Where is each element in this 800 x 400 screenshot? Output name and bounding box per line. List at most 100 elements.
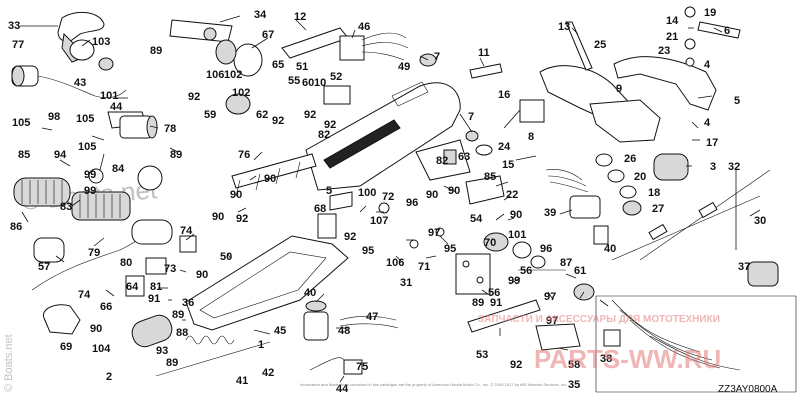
part-9-lower [589, 99, 661, 143]
callout-80: 80 [120, 257, 132, 269]
callout-89: 89 [150, 45, 162, 57]
part-26 [595, 153, 613, 167]
callout-92: 92 [188, 91, 200, 103]
callout-45: 45 [274, 325, 286, 337]
part-87b [131, 219, 173, 245]
callout-63: 63 [458, 151, 470, 163]
part-53 [467, 299, 541, 333]
part-52 [323, 85, 351, 105]
callout-92e: 92 [236, 213, 248, 225]
callout-50: 50 [220, 251, 232, 263]
callout-3: 3 [710, 161, 716, 173]
callout-89c: 89 [472, 297, 484, 309]
callout-53: 53 [476, 349, 488, 361]
callout-104: 104 [92, 343, 111, 355]
part-24 [475, 144, 493, 156]
part-59 [225, 93, 251, 115]
callout-90b: 90 [448, 185, 460, 197]
harness-box [595, 295, 797, 393]
callout-33: 33 [8, 20, 20, 32]
callout-54: 54 [470, 213, 483, 225]
callout-92c: 92 [304, 109, 316, 121]
callout-98: 98 [48, 111, 60, 123]
callout-73: 73 [164, 263, 176, 275]
callout-89d: 89 [172, 309, 184, 321]
callout-105: 105 [12, 117, 30, 129]
callout-64: 64 [126, 281, 139, 293]
part-77-face [11, 65, 25, 87]
callout-51: 51 [296, 61, 308, 73]
callout-92b: 92 [272, 115, 284, 127]
callout-79: 79 [88, 247, 100, 259]
part-73 [145, 257, 167, 275]
callout-39: 39 [544, 207, 556, 219]
callout-31: 31 [400, 277, 412, 289]
callout-34: 34 [254, 9, 267, 21]
callout-12: 12 [294, 11, 306, 23]
callout-97: 97 [428, 227, 440, 239]
callout-48: 48 [338, 325, 350, 337]
callout-68: 68 [314, 203, 326, 215]
callout-90g: 90 [196, 269, 208, 281]
callout-38: 38 [600, 353, 612, 365]
callout-89b: 89 [170, 149, 182, 161]
callout-24: 24 [498, 141, 511, 153]
part-101 [512, 241, 532, 259]
callout-56b: 56 [488, 287, 500, 299]
part-76 [231, 153, 317, 189]
part-49-grip [323, 119, 401, 169]
callout-1: 1 [258, 339, 264, 351]
part-58 [535, 323, 581, 351]
callout-90: 90 [426, 189, 438, 201]
callout-103: 103 [92, 36, 110, 48]
callout-74b: 74 [78, 289, 91, 301]
callout-43: 43 [74, 77, 86, 89]
leader-lines [20, 15, 761, 383]
callout-91: 91 [490, 297, 502, 309]
harness-wires [611, 299, 741, 371]
callout-55: 55 [288, 75, 300, 87]
part-96 [530, 255, 546, 269]
callout-52: 52 [330, 71, 342, 83]
part-19 [684, 6, 696, 18]
part-39 [569, 195, 601, 219]
part-76-teeth [235, 161, 301, 197]
callout-44: 44 [110, 101, 123, 113]
part-48 [303, 311, 329, 341]
part-102 [215, 39, 237, 65]
callout-88: 88 [176, 327, 188, 339]
callout-106b: 106 [386, 257, 404, 269]
callout-91b: 91 [148, 293, 160, 305]
callout-4b: 4 [704, 117, 711, 129]
callout-105b: 105 [76, 113, 94, 125]
callout-42: 42 [262, 367, 274, 379]
callout-99c: 99 [508, 275, 520, 287]
callout-93: 93 [156, 345, 168, 357]
callout-96: 96 [406, 197, 418, 209]
part-69 [42, 304, 81, 335]
wire-39 [545, 169, 589, 193]
part-100 [329, 191, 353, 211]
callout-99: 99 [84, 169, 96, 181]
callout-35: 35 [568, 379, 580, 391]
callout-59: 59 [204, 109, 216, 121]
part-46 [339, 35, 365, 61]
callout-67: 67 [262, 29, 274, 41]
part-71-hole2 [476, 276, 484, 284]
callout-61: 61 [574, 265, 586, 277]
callout-101: 101 [100, 90, 118, 102]
callout-69: 69 [60, 341, 72, 353]
diagram-code: ZZ3AY0800A [718, 384, 778, 395]
parts-ww-watermark: PARTS-WW.RU [534, 344, 721, 374]
callout-107: 107 [370, 215, 388, 227]
callout-65: 65 [272, 59, 284, 71]
callout-70: 70 [484, 237, 496, 249]
part-103 [69, 39, 95, 61]
callout-7: 7 [434, 51, 440, 63]
part-78-end [146, 115, 158, 139]
callout-5b: 5 [326, 185, 332, 197]
callout-90h: 90 [90, 323, 102, 335]
callout-97b: 97 [544, 291, 556, 303]
callout-4: 4 [704, 59, 711, 71]
